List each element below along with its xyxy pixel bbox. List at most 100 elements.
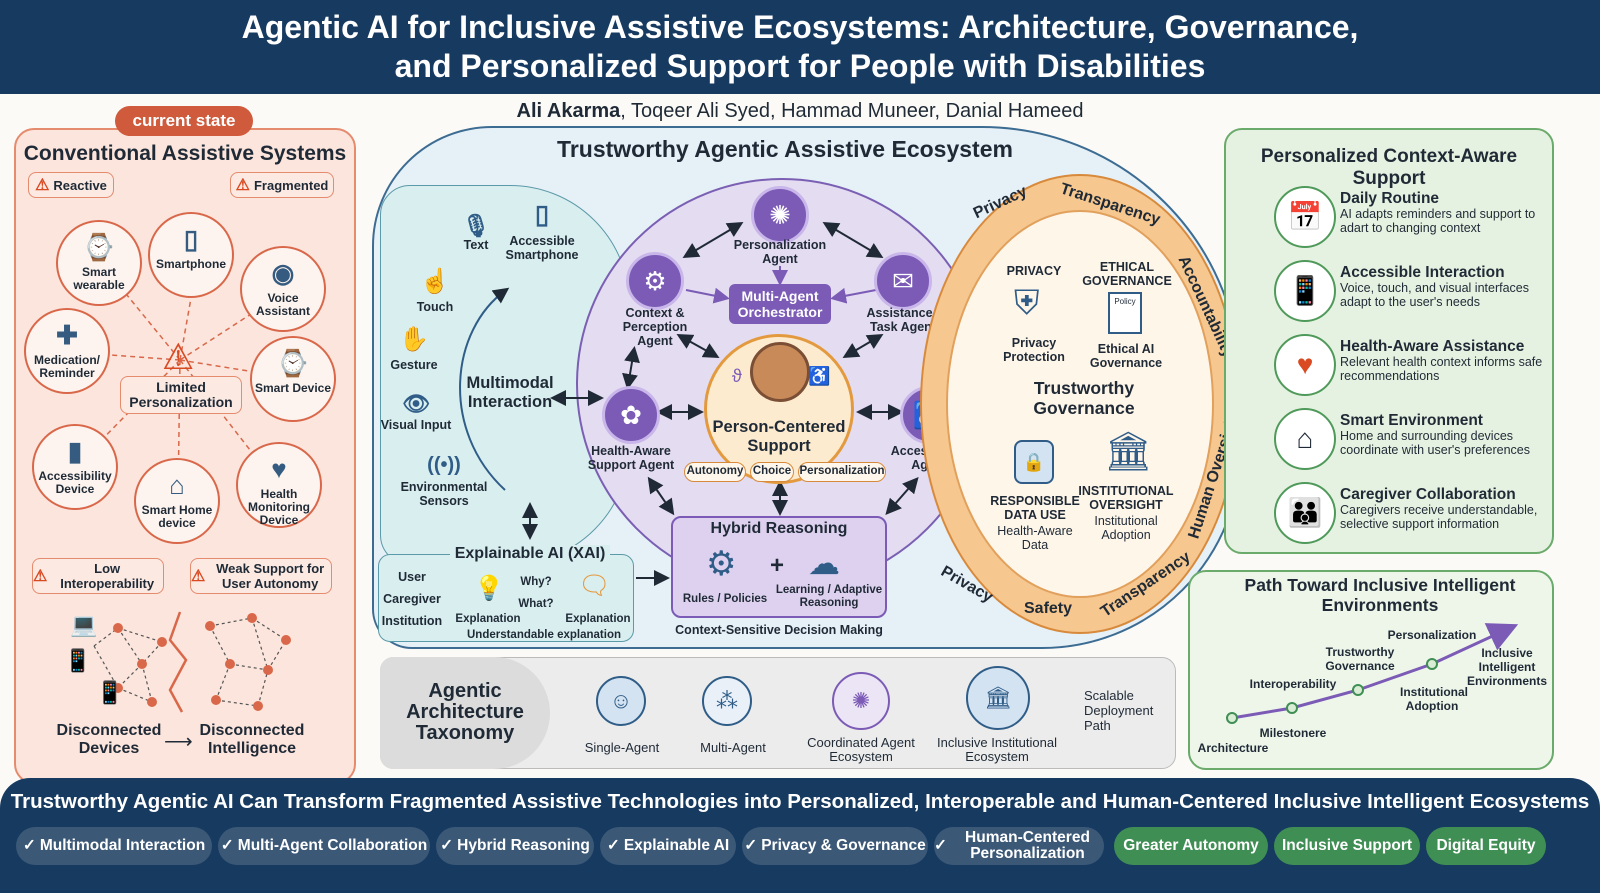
plus-icon: + <box>770 552 785 579</box>
governance-inner <box>946 210 1214 598</box>
alert-icon: ⚠ <box>162 336 195 377</box>
understandable-label: Understandable explanation <box>466 629 621 641</box>
caregiver-icon: 👪 <box>1274 482 1336 544</box>
home-icon: ⌂ <box>169 470 185 500</box>
device-smartphone: ▯Smartphone <box>148 212 234 298</box>
support-desc: Caregivers receive understandable, selec… <box>1340 503 1538 531</box>
reactive-badge: ⚠Reactive <box>28 172 114 198</box>
multi-agent-icon: ⁂ <box>702 676 752 726</box>
warning-icon: ⚠ <box>191 567 206 585</box>
hybrid-reasoning-box <box>671 516 887 618</box>
privacy-sub: Privacy Protection <box>1003 336 1065 364</box>
input-label: Visual Input <box>380 418 452 432</box>
tax-institutional: Inclusive Institutional Ecosystem <box>937 735 1057 764</box>
gesture-icon: ✋ <box>399 326 429 353</box>
conventional-title: Conventional Assistive Systems <box>23 142 347 165</box>
xai-caregiver: Caregiver <box>383 592 441 606</box>
chip-personalization: Personalization <box>798 462 886 482</box>
trustworthy-governance: Trustworthy Governance <box>1033 378 1135 418</box>
scalable-path: Scalable Deployment Path <box>1084 688 1154 733</box>
heart-icon: ♥ <box>1274 334 1336 396</box>
check-multi-agent: ✓Multi-Agent Collaboration <box>218 827 430 865</box>
hybrid-title: Hybrid Reasoning <box>710 520 848 537</box>
device-label: Health Monitoring Device <box>248 487 310 527</box>
device-voice-assistant: ◉Voice Assistant <box>240 246 326 332</box>
institutional-head: INSTITUTIONAL OVERSIGHT <box>1078 484 1174 512</box>
arrow-right-icon: ⟶ <box>164 731 193 753</box>
input-label: Text <box>463 238 489 252</box>
context-agent-label: Context & Perception Agent <box>622 306 688 348</box>
path-panel <box>1188 570 1554 770</box>
home-icon: ⌂ <box>1274 408 1336 470</box>
warning-icon: ⚠ <box>33 567 48 585</box>
rules-label: Rules / Policies <box>682 593 768 605</box>
responsible-head: RESPONSIBLE DATA USE <box>990 494 1080 522</box>
xai-institution: Institution <box>381 614 443 628</box>
ear-icon: ϑ <box>732 366 742 386</box>
path-milestone: Milestonere <box>1259 726 1327 740</box>
check-human-centered: ✓ Human-Centered Personalization <box>934 827 1104 865</box>
check-privacy: ✓Privacy & Governance <box>742 827 928 865</box>
brain-icon: ☁ <box>808 545 840 581</box>
device-label: Accessibility Device <box>38 469 112 496</box>
support-title: Smart Environment <box>1340 412 1483 429</box>
speech-bubble-icon: 🗨 <box>578 570 612 600</box>
device-smart-home: ⌂Smart Home device <box>134 458 220 544</box>
assistance-agent-label: Assistance / Task Agent <box>866 306 940 334</box>
check-xai: ✓Explainable AI <box>600 827 736 865</box>
disconnected-intelligence: Disconnected Intelligence <box>199 722 305 757</box>
check-label: Human-Centered Personalization <box>965 829 1090 862</box>
limited-personalization: Limited Personalization <box>120 376 242 414</box>
database-lock-icon: 🔒 <box>1014 440 1054 484</box>
warning-icon: ⚠ <box>35 176 50 194</box>
current-state-pill: current state <box>115 106 253 136</box>
input-label: Accessible Smartphone <box>505 234 579 262</box>
outcome-equity: Digital Equity <box>1426 827 1546 865</box>
check-label: Multimodal Interaction <box>39 837 206 854</box>
context-sensitive-label: Context-Sensitive Decision Making <box>675 623 883 637</box>
smartphone-icon: ▯ <box>534 199 550 229</box>
coordinated-ecosystem-icon: ✺ <box>832 672 890 730</box>
responsible-sub: Health-Aware Data <box>997 524 1073 552</box>
title-line-1: Agentic AI for Inclusive Assistive Ecosy… <box>241 9 1359 45</box>
path-architecture: Architecture <box>1197 741 1269 755</box>
ecosystem-title: Trustworthy Agentic Assistive Ecosystem <box>557 136 1013 162</box>
check-label: Hybrid Reasoning <box>457 837 590 854</box>
watch-icon: ⌚ <box>276 348 310 378</box>
check-label: Multi-Agent Collaboration <box>237 837 428 854</box>
authors: Ali Akarma, Toqeer Ali Syed, Hammad Mune… <box>0 100 1600 123</box>
xai-explanation-label: Explanation <box>455 613 521 625</box>
heart-icon: ♥ <box>271 454 287 484</box>
chip-choice: Choice <box>750 462 794 482</box>
device-accessibility: ▮Accessibility Device <box>32 424 118 510</box>
check-icon: ✓ <box>934 837 947 854</box>
input-label: Gesture <box>390 358 438 372</box>
support-desc: AI adapts reminders and support to adart… <box>1340 207 1536 235</box>
accessible-phone-icon: 📱 <box>1274 260 1336 322</box>
xai-box <box>378 554 634 642</box>
input-touch: ☝Touch <box>410 264 460 314</box>
low-interop-label: Low Interoperability <box>60 561 155 591</box>
xai-title: Explainable AI (XAI) <box>450 545 610 563</box>
tax-single: Single-Agent <box>584 740 660 755</box>
ethical-head: ETHICAL GOVERNANCE <box>1082 260 1172 288</box>
support-title: Caregiver Collaboration <box>1340 486 1516 503</box>
check-icon: ✓ <box>606 837 620 854</box>
device-smart-wearable: ⌚Smart wearable <box>56 220 142 306</box>
health-agent-label: Health-Aware Support Agent <box>587 444 675 472</box>
path-institutional: Institutional Adoption <box>1400 685 1468 713</box>
check-multimodal: ✓Multimodal Interaction <box>16 827 212 865</box>
support-desc: Relevant health context informs safe rec… <box>1340 355 1543 383</box>
wheelchair-icon: ♿ <box>808 366 831 386</box>
check-icon: ✓ <box>220 837 234 854</box>
fragmented-label: Fragmented <box>253 177 329 193</box>
ethical-sub: Ethical AI Governance <box>1089 342 1163 370</box>
person-avatar-icon <box>750 342 810 402</box>
device-label: Medication/ Reminder <box>33 353 100 380</box>
smartphone-icon: ▯ <box>183 224 199 254</box>
path-trust: Trustworthy Governance <box>1325 645 1395 673</box>
device-medication-reminder: ✚Medication/ Reminder <box>24 308 110 394</box>
disconnected-devices: Disconnected Devices <box>56 722 162 757</box>
multimodal-label: Multimodal Interaction <box>466 374 554 411</box>
check-icon: ✓ <box>440 837 454 854</box>
